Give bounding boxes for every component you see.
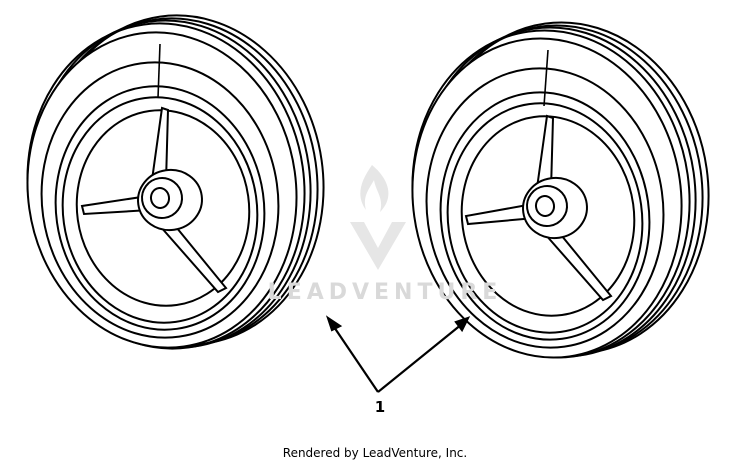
callout-leaders	[325, 315, 471, 393]
callout-number: 1	[374, 398, 386, 416]
leader-left	[331, 323, 379, 393]
right-spoke-bottom	[544, 229, 613, 302]
left-spoke-bottom	[159, 221, 228, 294]
right-rim	[439, 91, 651, 341]
right-spoke-left	[464, 203, 536, 226]
watermark-text: LEADVENTURE	[267, 280, 503, 305]
watermark-logo	[350, 165, 406, 270]
arrowhead-right	[454, 316, 471, 333]
right-wheel	[411, 21, 710, 359]
right-hub	[522, 176, 588, 240]
left-rim	[54, 85, 266, 331]
left-wheel	[26, 14, 325, 350]
right-spoke-top	[536, 114, 555, 191]
left-spoke-top	[151, 106, 170, 183]
leader-right	[377, 323, 463, 393]
arrowhead-left	[325, 315, 343, 332]
left-spoke-left	[80, 195, 151, 216]
render-credit: Rendered by LeadVenture, Inc.	[282, 446, 468, 460]
left-hub	[137, 168, 203, 232]
